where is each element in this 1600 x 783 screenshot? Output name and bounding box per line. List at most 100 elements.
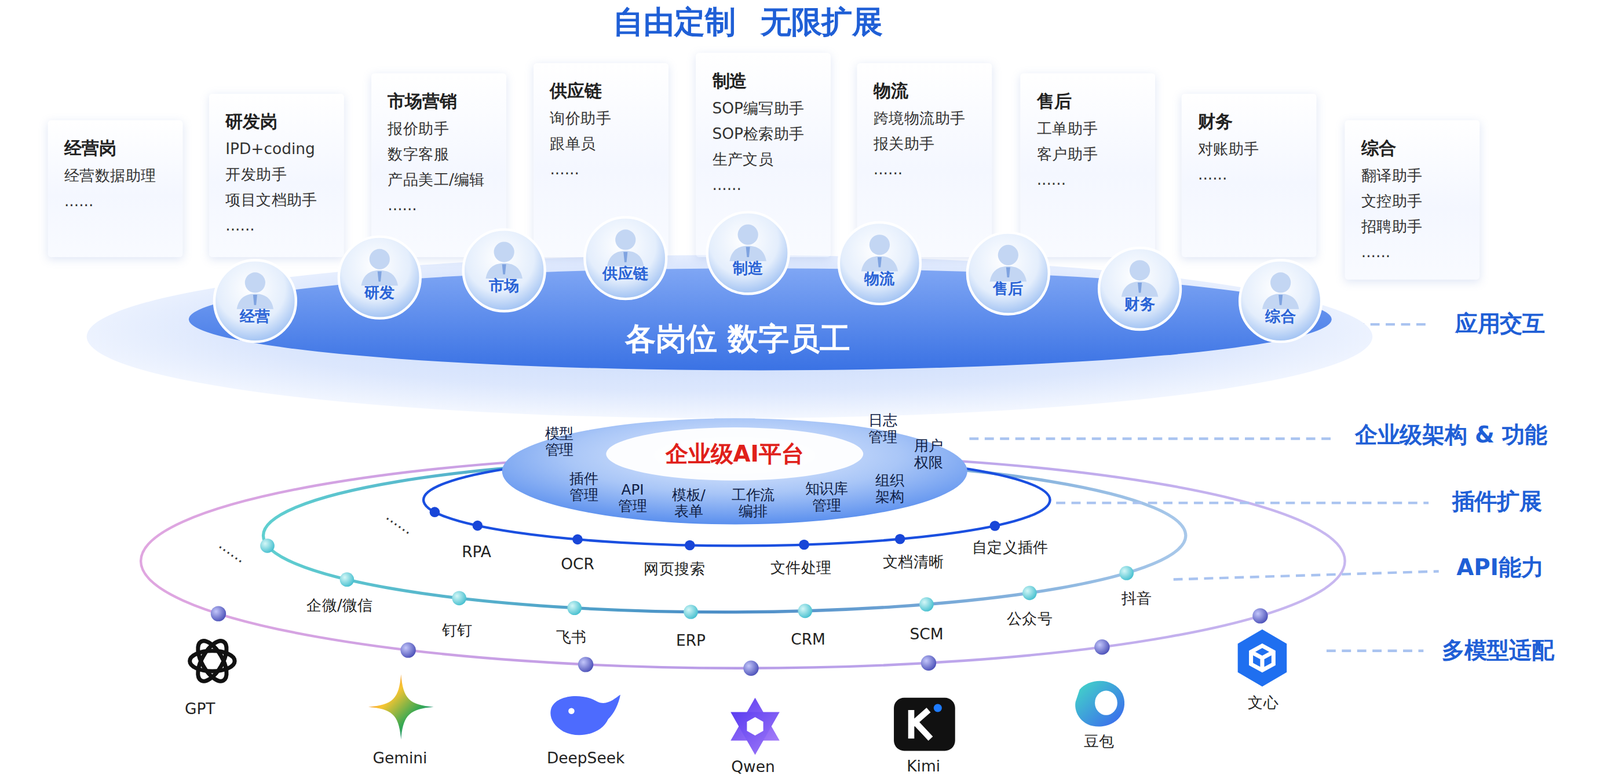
platform-shape [502,418,968,525]
ring-dot [797,604,813,619]
node-item: 模板/表单 [667,486,711,520]
ring-dot [919,597,934,612]
bubble-art [582,215,669,302]
ring-dot [990,520,1001,532]
node-item: SOP检索助手 [712,121,817,148]
capability-label: 钉钉 [441,620,473,641]
model-name: Gemini [373,749,428,768]
role-card: 财务对账助手...... [1181,93,1317,258]
node-item: 文控助手 [1361,188,1466,215]
bubble-circle [214,260,297,342]
node-title: 供应链 [602,264,649,284]
ring-dot [572,534,583,546]
node-item: ...... [387,192,492,219]
person-body [485,262,522,279]
node-item: ...... [873,156,978,183]
bubble-circle [707,212,789,294]
node-item: ...... [225,213,330,239]
bubble-art [212,258,298,345]
model-name: Qwen [731,758,775,777]
gemini-logo [368,674,434,740]
bubble-circle [1239,260,1322,342]
node-item: 招聘助手 [1361,214,1466,240]
bubble-art [1097,246,1183,332]
role-bubble: 供应链 [582,215,669,302]
model-name: GPT [184,699,216,719]
person-tie [502,264,507,275]
person-body [1262,293,1299,309]
node-title: 研发岗 [225,108,330,135]
person-head [998,245,1019,266]
person-head [615,229,636,250]
capability-label: 公众号 [1006,609,1053,629]
node-item: 知识库管理 [805,480,849,514]
model-name: DeepSeek [546,749,625,768]
node-item: 对账助手 [1197,136,1303,163]
capability-label: 企微/微信 [306,596,374,616]
model-name: 豆包 [1083,732,1115,752]
ring-dot [210,605,226,621]
ring-dot [895,534,906,545]
node-item: 客户助手 [1036,141,1142,168]
node-title: 各岗位 数字员工 [625,318,850,361]
ring-dot [567,600,582,616]
person-tie [377,271,382,283]
person-body [236,293,274,309]
node-item: 跟单员 [549,131,655,157]
ring-dot [451,591,467,606]
ring-dot [743,660,759,677]
node-item: 用户权限 [914,437,943,471]
person-head [494,241,515,262]
leader-line [1326,649,1424,653]
person-tie [623,251,628,263]
leader-line [1056,501,1429,504]
capability-label: 自定义插件 [972,538,1049,558]
node-title: 企业级AI平台 [665,441,804,468]
role-bubble: 售后 [965,230,1051,317]
kimi-logo [893,698,956,752]
node-item: 模型管理 [545,425,574,459]
node-title: 制造 [732,258,764,279]
person-tie [1006,267,1011,279]
capability-label: 飞书 [556,627,587,648]
ring-dot [260,538,275,554]
node-item: 工单助手 [1036,116,1142,142]
node-item: 翻译助手 [1361,163,1466,189]
node-item: 报关助手 [873,131,978,157]
person-head [738,224,759,246]
bubble-art [836,220,923,306]
node-title: 综合 [1265,307,1296,327]
bubble-art [461,227,547,314]
node-item: 日志管理 [868,411,897,445]
role-card: 市场营销报价助手数字客服产品美工/编辑...... [371,73,507,258]
node-item: ...... [549,156,655,183]
node-title: 售后 [1036,87,1142,115]
role-bubble: 经营 [212,258,298,345]
person-body [361,270,398,286]
role-bubble: 财务 [1097,246,1183,332]
person-body [990,266,1027,282]
node-item: 插件管理 [569,470,598,504]
ellipsis-mark: ...... [215,535,250,568]
bubble-art [965,230,1051,317]
ring-dot [1252,608,1268,624]
node-title: 市场 [488,276,520,296]
ring-dot [684,540,696,551]
ring-group [140,454,1346,677]
ring-dot [683,604,699,620]
node-item: ...... [1036,167,1142,193]
capability-label: 文档清晰 [882,552,945,572]
node-item: 组织架构 [875,472,904,506]
person-tie [253,294,258,306]
node-item: ...... [64,188,169,215]
node-item: 报价助手 [387,116,492,142]
person-head [1129,260,1150,281]
role-card: 研发岗IPD+coding开发助手项目文档助手...... [209,93,345,258]
person-tie [877,257,882,268]
node-title: 物流 [864,269,896,289]
role-bubble: 综合 [1237,258,1324,345]
ring-dot [340,572,355,587]
doubao-logo [1075,681,1125,728]
node-title: 综合 [1361,134,1466,162]
person-head [369,249,390,270]
